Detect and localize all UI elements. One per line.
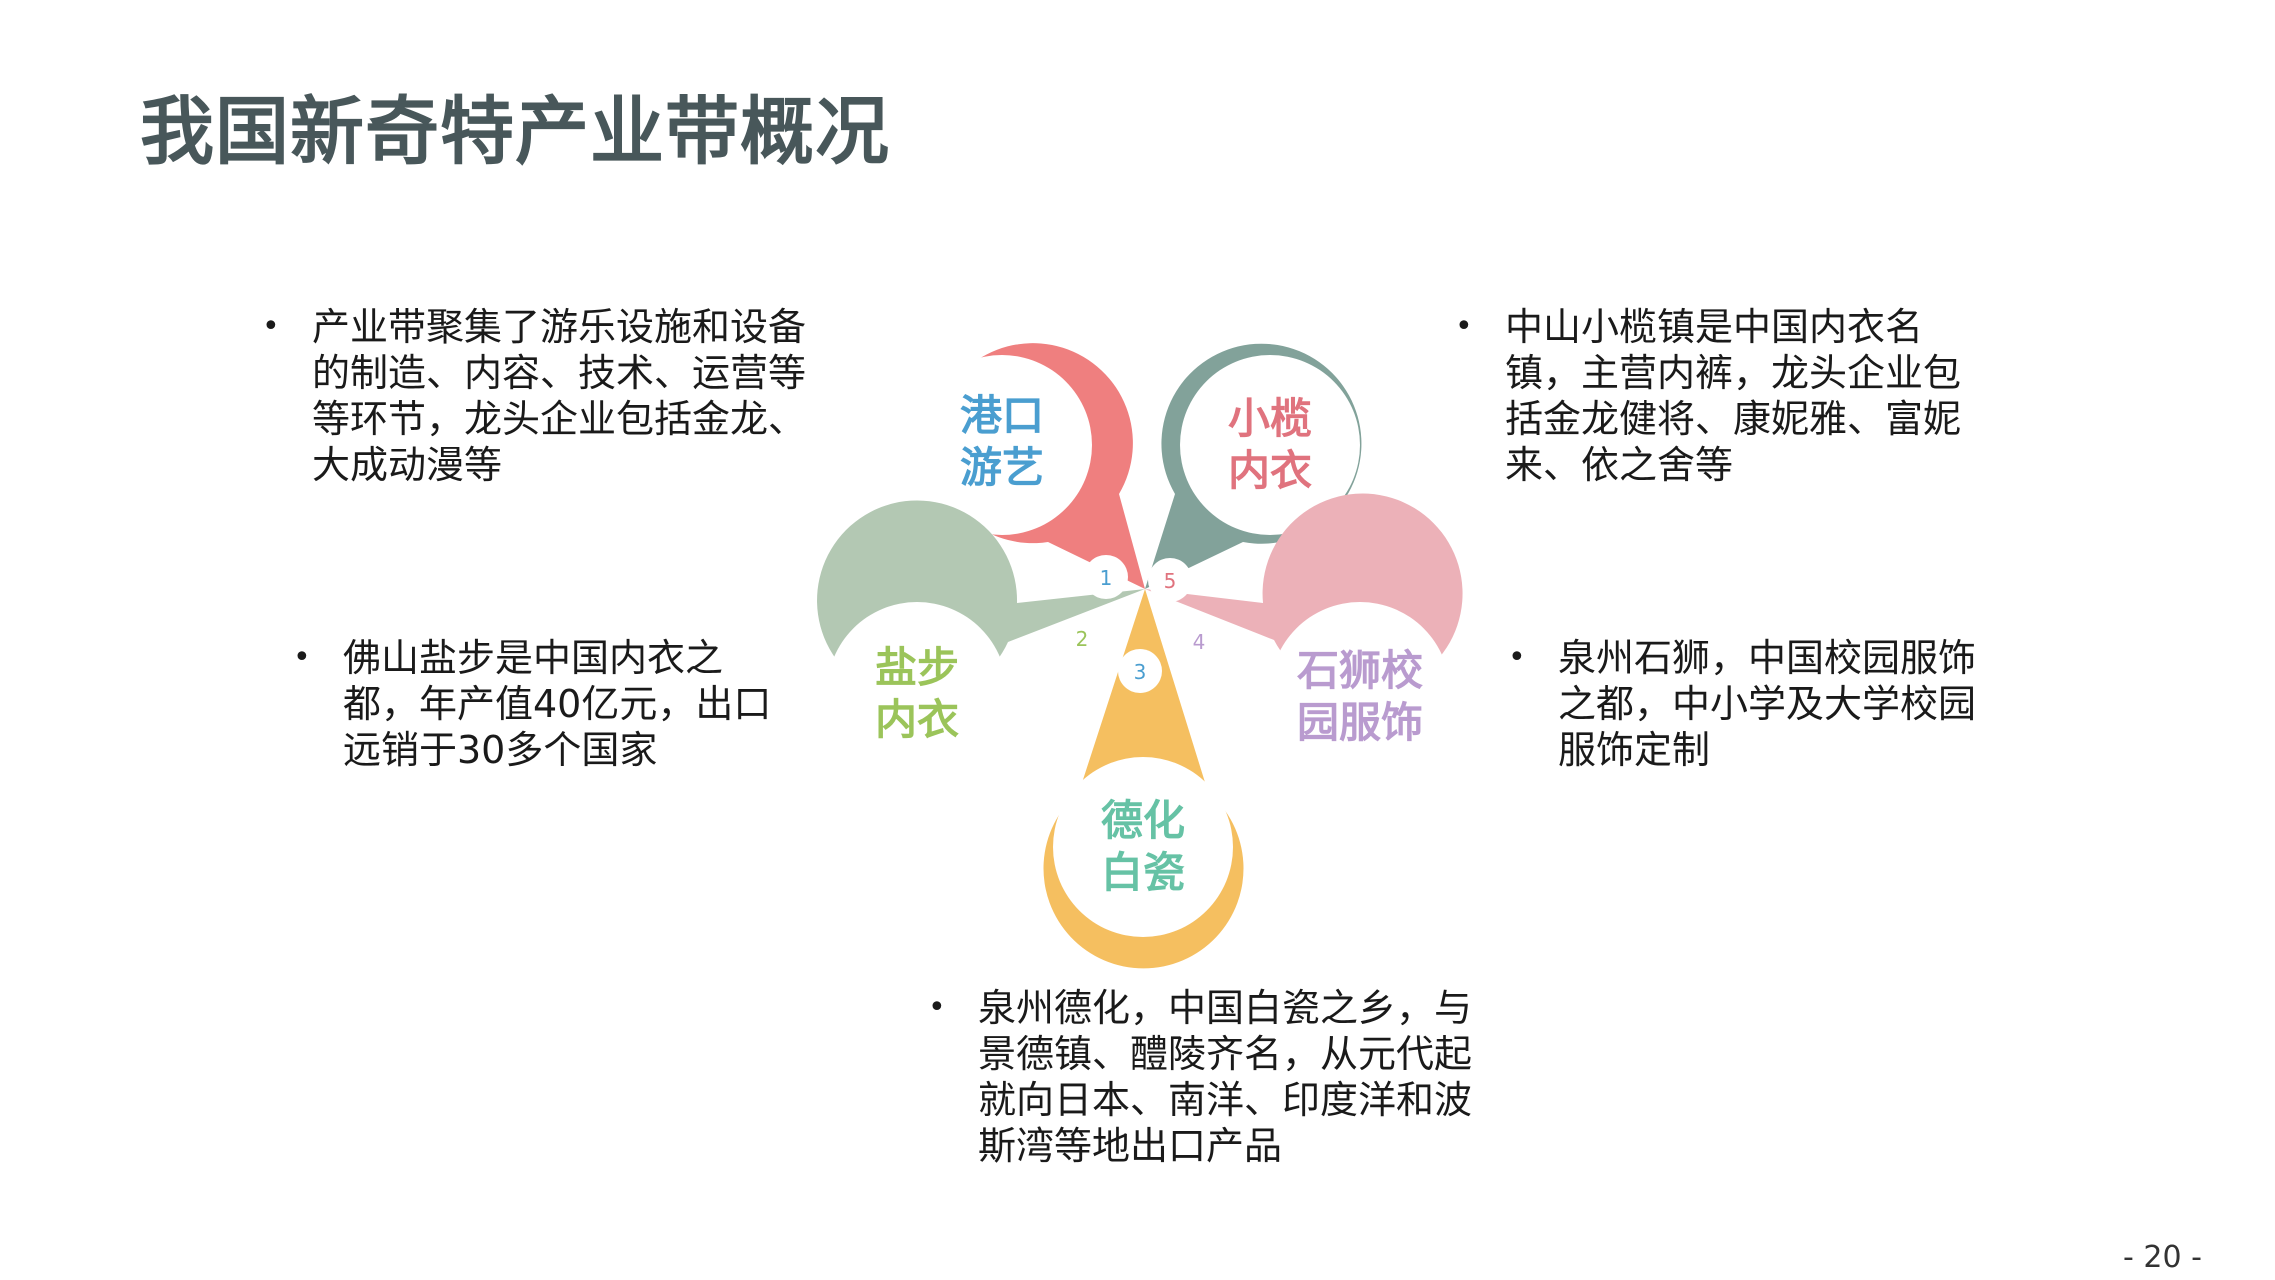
petal-label-line2: 内衣 bbox=[875, 695, 959, 744]
petal-inner-circle bbox=[912, 355, 1092, 535]
badge-3: 3 bbox=[1118, 649, 1162, 693]
description-shishi: • 泉州石狮，中国校园服饰之都，中小学及大学校园服饰定制 bbox=[1508, 635, 1988, 773]
badge-2: 2 bbox=[1060, 616, 1104, 660]
svg-text:2: 2 bbox=[1076, 627, 1089, 651]
petal-dehua: 德化 白瓷 bbox=[1043, 589, 1244, 969]
bullet-icon: • bbox=[262, 309, 280, 344]
description-xiaolan: • 中山小榄镇是中国内衣名镇，主营内裤，龙头企业包括金龙健将、康妮雅、富妮来、依… bbox=[1455, 304, 1975, 488]
petal-yanbu: 盐步 内衣 bbox=[817, 500, 1145, 782]
description-text: 泉州德化，中国白瓷之乡，与景德镇、醴陵齐名，从元代起就向日本、南洋、印度洋和波斯… bbox=[978, 986, 1473, 1168]
bullet-icon: • bbox=[1508, 640, 1526, 675]
description-dehua: • 泉州德化，中国白瓷之乡，与景德镇、醴陵齐名，从元代起就向日本、南洋、印度洋和… bbox=[928, 985, 1478, 1169]
bullet-icon: • bbox=[928, 990, 946, 1025]
petal-label-line2: 园服饰 bbox=[1297, 698, 1423, 747]
petal-shishi: 石狮校 园服饰 bbox=[1145, 493, 1463, 782]
petal-inner-circle bbox=[1053, 757, 1233, 937]
bullet-icon: • bbox=[293, 640, 311, 675]
petal-inner-circle bbox=[1180, 355, 1360, 535]
petal-label-line2: 内衣 bbox=[1228, 446, 1312, 495]
svg-text:5: 5 bbox=[1164, 569, 1177, 593]
petal-label-line1: 小榄 bbox=[1228, 394, 1312, 443]
petal-inner-circle bbox=[1270, 602, 1450, 782]
page-title: 我国新奇特产业带概况 bbox=[140, 89, 890, 175]
petal-label-line2: 白瓷 bbox=[1101, 848, 1185, 897]
description-yanbu: • 佛山盐步是中国内衣之都，年产值40亿元，出口远销于30多个国家 bbox=[293, 635, 783, 773]
badge-5: 5 bbox=[1148, 558, 1192, 602]
svg-text:3: 3 bbox=[1134, 660, 1147, 684]
svg-text:1: 1 bbox=[1100, 566, 1113, 590]
petal-label-line2: 游艺 bbox=[960, 443, 1044, 492]
petal-label-line1: 盐步 bbox=[875, 643, 959, 692]
description-gangkou: • 产业带聚集了游乐设施和设备的制造、内容、技术、运营等等环节，龙头企业包括金龙… bbox=[262, 304, 832, 488]
description-text: 中山小榄镇是中国内衣名镇，主营内裤，龙头企业包括金龙健将、康妮雅、富妮来、依之舍… bbox=[1505, 305, 1962, 487]
description-text: 佛山盐步是中国内衣之都，年产值40亿元，出口远销于30多个国家 bbox=[343, 636, 772, 772]
page-number: - 20 - bbox=[2123, 1240, 2202, 1275]
petal-gangkou: 港口 游艺 bbox=[912, 343, 1145, 589]
description-text: 泉州石狮，中国校园服饰之都，中小学及大学校园服饰定制 bbox=[1558, 636, 1977, 772]
bullet-icon: • bbox=[1455, 309, 1473, 344]
svg-text:4: 4 bbox=[1193, 630, 1206, 654]
description-text: 产业带聚集了游乐设施和设备的制造、内容、技术、运营等等环节，龙头企业包括金龙、大… bbox=[312, 305, 807, 487]
petal-label-line1: 德化 bbox=[1101, 796, 1185, 845]
badge-1: 1 bbox=[1084, 555, 1128, 599]
petal-inner-circle bbox=[827, 602, 1007, 782]
petal-label-line1: 石狮校 bbox=[1297, 646, 1423, 695]
petal-label-line1: 港口 bbox=[960, 391, 1044, 440]
badge-4: 4 bbox=[1177, 619, 1221, 663]
